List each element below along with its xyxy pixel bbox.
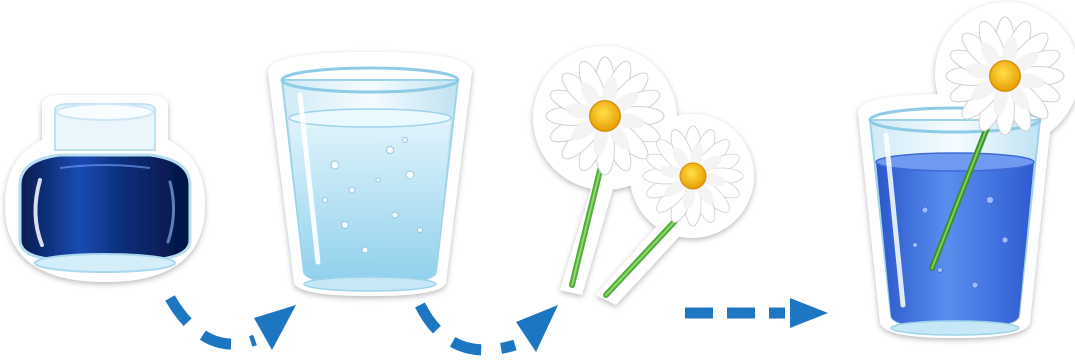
arrow-daisies-to-result <box>685 298 828 328</box>
glass-of-blue-water-with-daisy <box>858 2 1075 338</box>
ink-bottle <box>5 95 205 282</box>
daisies <box>533 46 754 305</box>
daisy-flower <box>643 126 743 226</box>
glass-of-water <box>268 52 472 296</box>
daisy-flower <box>946 17 1064 135</box>
arrow-ink-to-water <box>170 298 296 350</box>
arrow-water-to-daisies <box>420 305 558 352</box>
